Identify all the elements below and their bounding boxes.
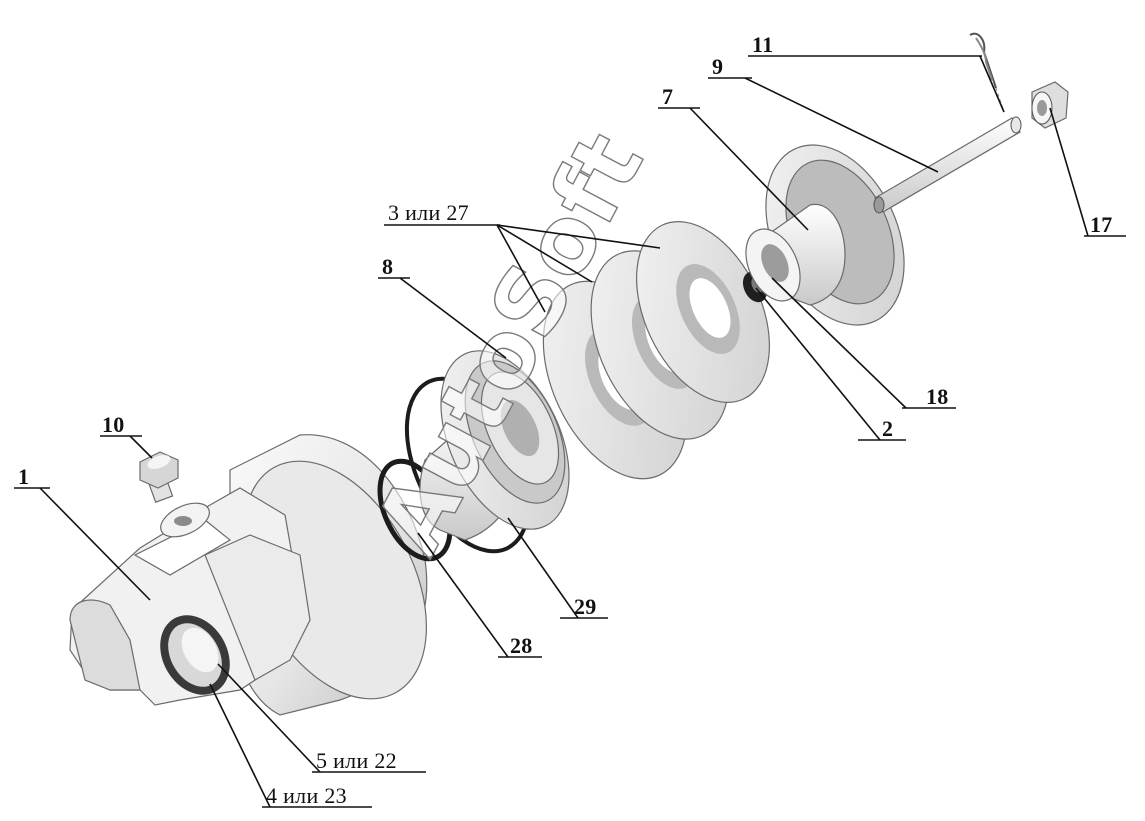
callout-9: 9 [712, 54, 723, 79]
part-17-castle-nut [1031, 81, 1069, 129]
callout-8: 8 [382, 254, 393, 279]
callout-4-or-23: 4 или 23 [266, 783, 347, 808]
part-7-flange [745, 144, 905, 326]
part-8-piston [419, 350, 570, 541]
part-1-housing [69, 434, 428, 716]
callout-10: 10 [102, 412, 125, 437]
part-11-cotter-pin [969, 32, 1005, 113]
part-10-plug [139, 451, 179, 503]
disc-3 [635, 221, 771, 403]
callout-18: 18 [926, 384, 949, 409]
part-3-or-27-discs [542, 221, 771, 480]
callout-2: 2 [882, 416, 893, 441]
leader-lines [14, 55, 1126, 808]
callout-7: 7 [662, 84, 673, 109]
callout-1: 1 [18, 464, 29, 489]
callout-28: 28 [510, 633, 533, 658]
callout-5-or-22: 5 или 22 [316, 748, 397, 773]
callout-3-or-27: 3 или 27 [388, 200, 469, 225]
callout-29: 29 [574, 594, 597, 619]
callout-labels: 1 10 8 3 или 27 7 9 11 17 18 2 29 28 5 и… [18, 32, 1113, 808]
part-9-pin [873, 116, 1022, 214]
callout-11: 11 [752, 32, 773, 57]
callout-17: 17 [1090, 212, 1113, 237]
